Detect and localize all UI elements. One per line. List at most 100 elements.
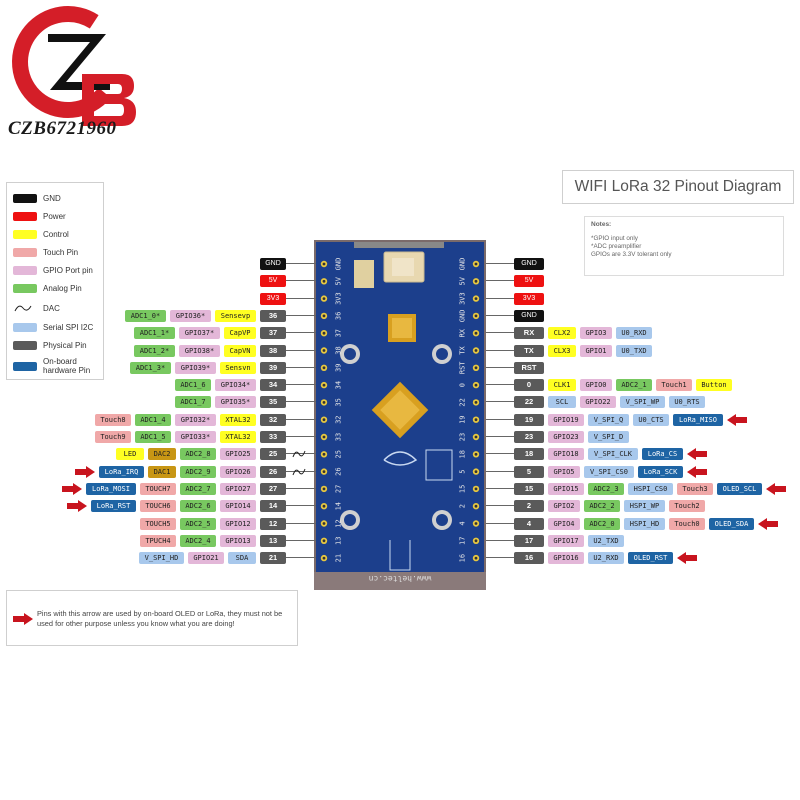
pin-label: GPIO12 bbox=[220, 517, 256, 530]
header-pin-label: 27 bbox=[335, 485, 343, 493]
pin-label: ADC2_9 bbox=[180, 465, 216, 478]
header-pin-hole bbox=[322, 366, 326, 370]
header-pin-hole bbox=[322, 314, 326, 318]
pin-connector bbox=[286, 522, 316, 524]
header-pin-hole bbox=[322, 331, 326, 335]
header-pin-hole bbox=[474, 539, 478, 543]
pin-label: 35 bbox=[260, 396, 286, 409]
header-pin-label: GND bbox=[459, 258, 467, 271]
pin-label: 37 bbox=[260, 327, 286, 340]
pin-label: GPIO22 bbox=[580, 396, 616, 409]
legend-swatch bbox=[13, 229, 37, 239]
pin-label: ADC1_5 bbox=[135, 431, 171, 443]
pin-label: GPIO16 bbox=[548, 552, 584, 565]
pin-connector bbox=[486, 505, 514, 507]
right-pin-row: GND bbox=[486, 308, 800, 324]
pin-connector bbox=[286, 453, 316, 455]
pin-label: DAC2 bbox=[148, 448, 176, 461]
pin-label: HSPI_CS0 bbox=[628, 482, 673, 495]
onboard-arrow-icon bbox=[75, 465, 95, 478]
onboard-arrow-icon bbox=[677, 552, 697, 565]
pin-label: 5V bbox=[514, 275, 544, 288]
header-pin-label: 3V3 bbox=[459, 292, 467, 305]
pin-label: V_SPI_HD bbox=[139, 552, 184, 565]
pin-label: ADC2_1 bbox=[616, 379, 652, 392]
pin-connector bbox=[286, 418, 316, 420]
pin-label: 19 bbox=[514, 413, 544, 426]
pin-connector bbox=[486, 539, 514, 541]
pin-label: TOUCH7 bbox=[140, 482, 176, 495]
pin-label: GPIO34* bbox=[215, 379, 256, 392]
onboard-arrow-icon bbox=[62, 482, 82, 495]
pin-label: RST bbox=[514, 361, 544, 374]
warning-note: Pins with this arrow are used by on-boar… bbox=[6, 590, 298, 646]
left-pin-row: 3V3 bbox=[0, 291, 316, 307]
header-pin-label: 5V bbox=[459, 276, 467, 285]
pin-label: GPIO4 bbox=[548, 517, 580, 530]
pin-label: GPIO17 bbox=[548, 534, 584, 547]
pin-label: 17 bbox=[514, 534, 544, 547]
header-pin-hole bbox=[322, 297, 326, 300]
pin-label: ADC1_3* bbox=[130, 361, 171, 374]
header-pin-hole bbox=[474, 349, 478, 352]
header-pin-hole bbox=[322, 556, 326, 560]
pin-label: Touch1 bbox=[656, 379, 692, 392]
pin-label: ADC1_2* bbox=[134, 344, 175, 357]
pin-connector bbox=[486, 487, 514, 489]
onboard-arrow-icon bbox=[67, 500, 87, 513]
header-pin-hole bbox=[322, 262, 326, 266]
pin-label: Touch3 bbox=[677, 482, 713, 495]
pin-connector bbox=[486, 280, 514, 282]
pin-connector bbox=[486, 453, 514, 455]
header-pin-label: 22 bbox=[459, 398, 467, 406]
pin-label: V_SPI_CS0 bbox=[584, 465, 634, 478]
header-pin-label: 5 bbox=[459, 469, 467, 473]
pin-label: ADC1_0* bbox=[125, 309, 166, 322]
pin-label: GPIO19 bbox=[548, 413, 584, 426]
header-pin-hole bbox=[474, 470, 478, 473]
header-pin-hole bbox=[322, 418, 326, 422]
pin-connector bbox=[286, 539, 316, 541]
header-pin-hole bbox=[474, 366, 478, 370]
pin-label: 23 bbox=[514, 431, 544, 443]
legend-label: GPIO Port pin bbox=[43, 265, 93, 275]
onboard-arrow-icon bbox=[727, 413, 747, 426]
pin-label: OLED_SDA bbox=[709, 517, 754, 530]
legend-label: Serial SPI I2C bbox=[43, 322, 94, 332]
dac-wave-icon bbox=[292, 451, 306, 458]
pin-label: ADC1_7 bbox=[175, 396, 211, 409]
pin-label: GPIO36* bbox=[170, 309, 211, 322]
logo-text: CZB6721960 bbox=[8, 118, 117, 139]
pin-connector bbox=[286, 487, 316, 489]
pin-label: 27 bbox=[260, 482, 286, 495]
pin-connector bbox=[486, 436, 514, 437]
legend-label: GND bbox=[43, 193, 61, 203]
dac-wave-icon bbox=[292, 468, 306, 475]
pin-label: GPIO18 bbox=[548, 448, 584, 461]
header-pin-hole bbox=[474, 556, 478, 560]
legend-swatch bbox=[13, 322, 37, 332]
pin-label: 21 bbox=[260, 552, 286, 565]
pin-label: 25 bbox=[260, 448, 286, 461]
pin-label: GPIO33* bbox=[175, 431, 216, 443]
legend-item: Control bbox=[13, 227, 69, 241]
header-pin-label: 23 bbox=[459, 433, 467, 441]
pin-label: U0_TXD bbox=[616, 344, 652, 357]
pin-connector bbox=[286, 401, 316, 403]
notes-panel: Notes: *GPIO input only *ADC preamplifie… bbox=[584, 216, 784, 276]
pin-label: GND bbox=[260, 258, 286, 270]
pin-label: HSPI_WP bbox=[624, 500, 665, 513]
onboard-arrow-icon bbox=[687, 448, 707, 461]
header-pin-hole bbox=[322, 349, 326, 352]
